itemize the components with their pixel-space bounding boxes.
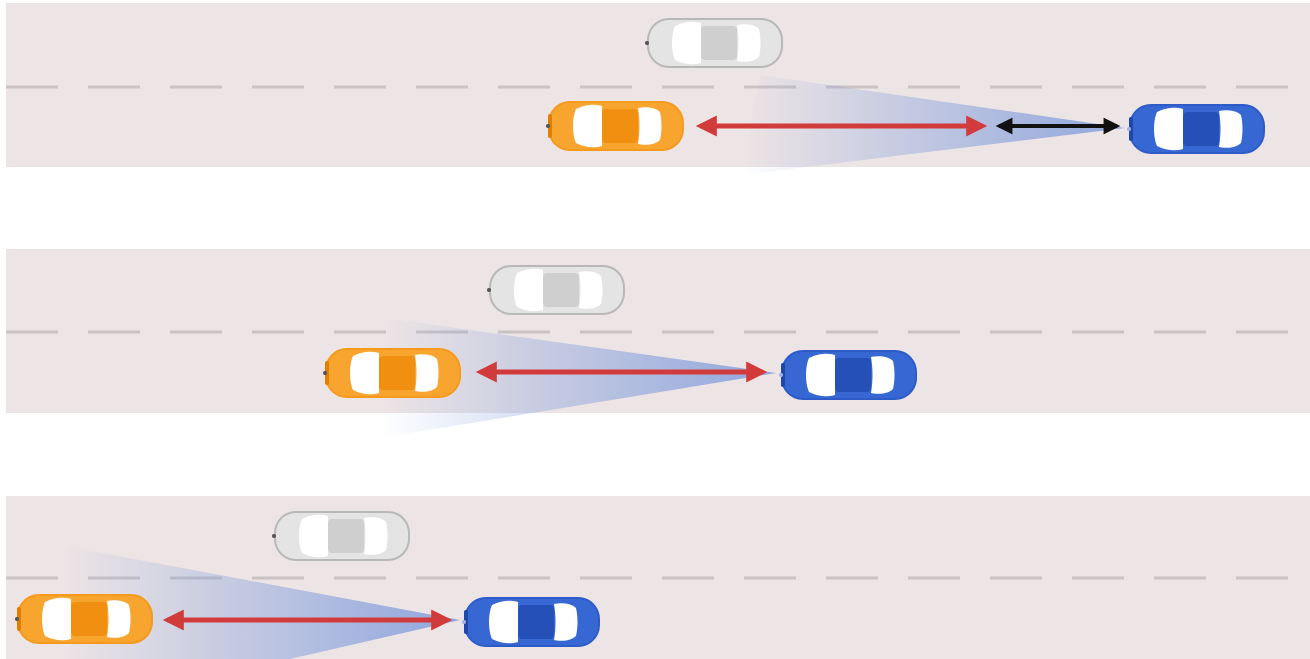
adjacent-car — [272, 511, 410, 561]
panel-2 — [6, 249, 1310, 438]
panel-3 — [6, 496, 1310, 659]
adjacent-car — [487, 265, 625, 315]
ego-car — [462, 597, 600, 647]
panel-1 — [6, 3, 1310, 175]
sensor-beam — [60, 545, 460, 659]
ego-car — [1127, 104, 1265, 154]
adjacent-car — [645, 18, 783, 68]
lead-car — [15, 594, 153, 644]
lead-car — [323, 348, 461, 398]
ego-car — [779, 350, 917, 400]
lead-car — [546, 101, 684, 151]
